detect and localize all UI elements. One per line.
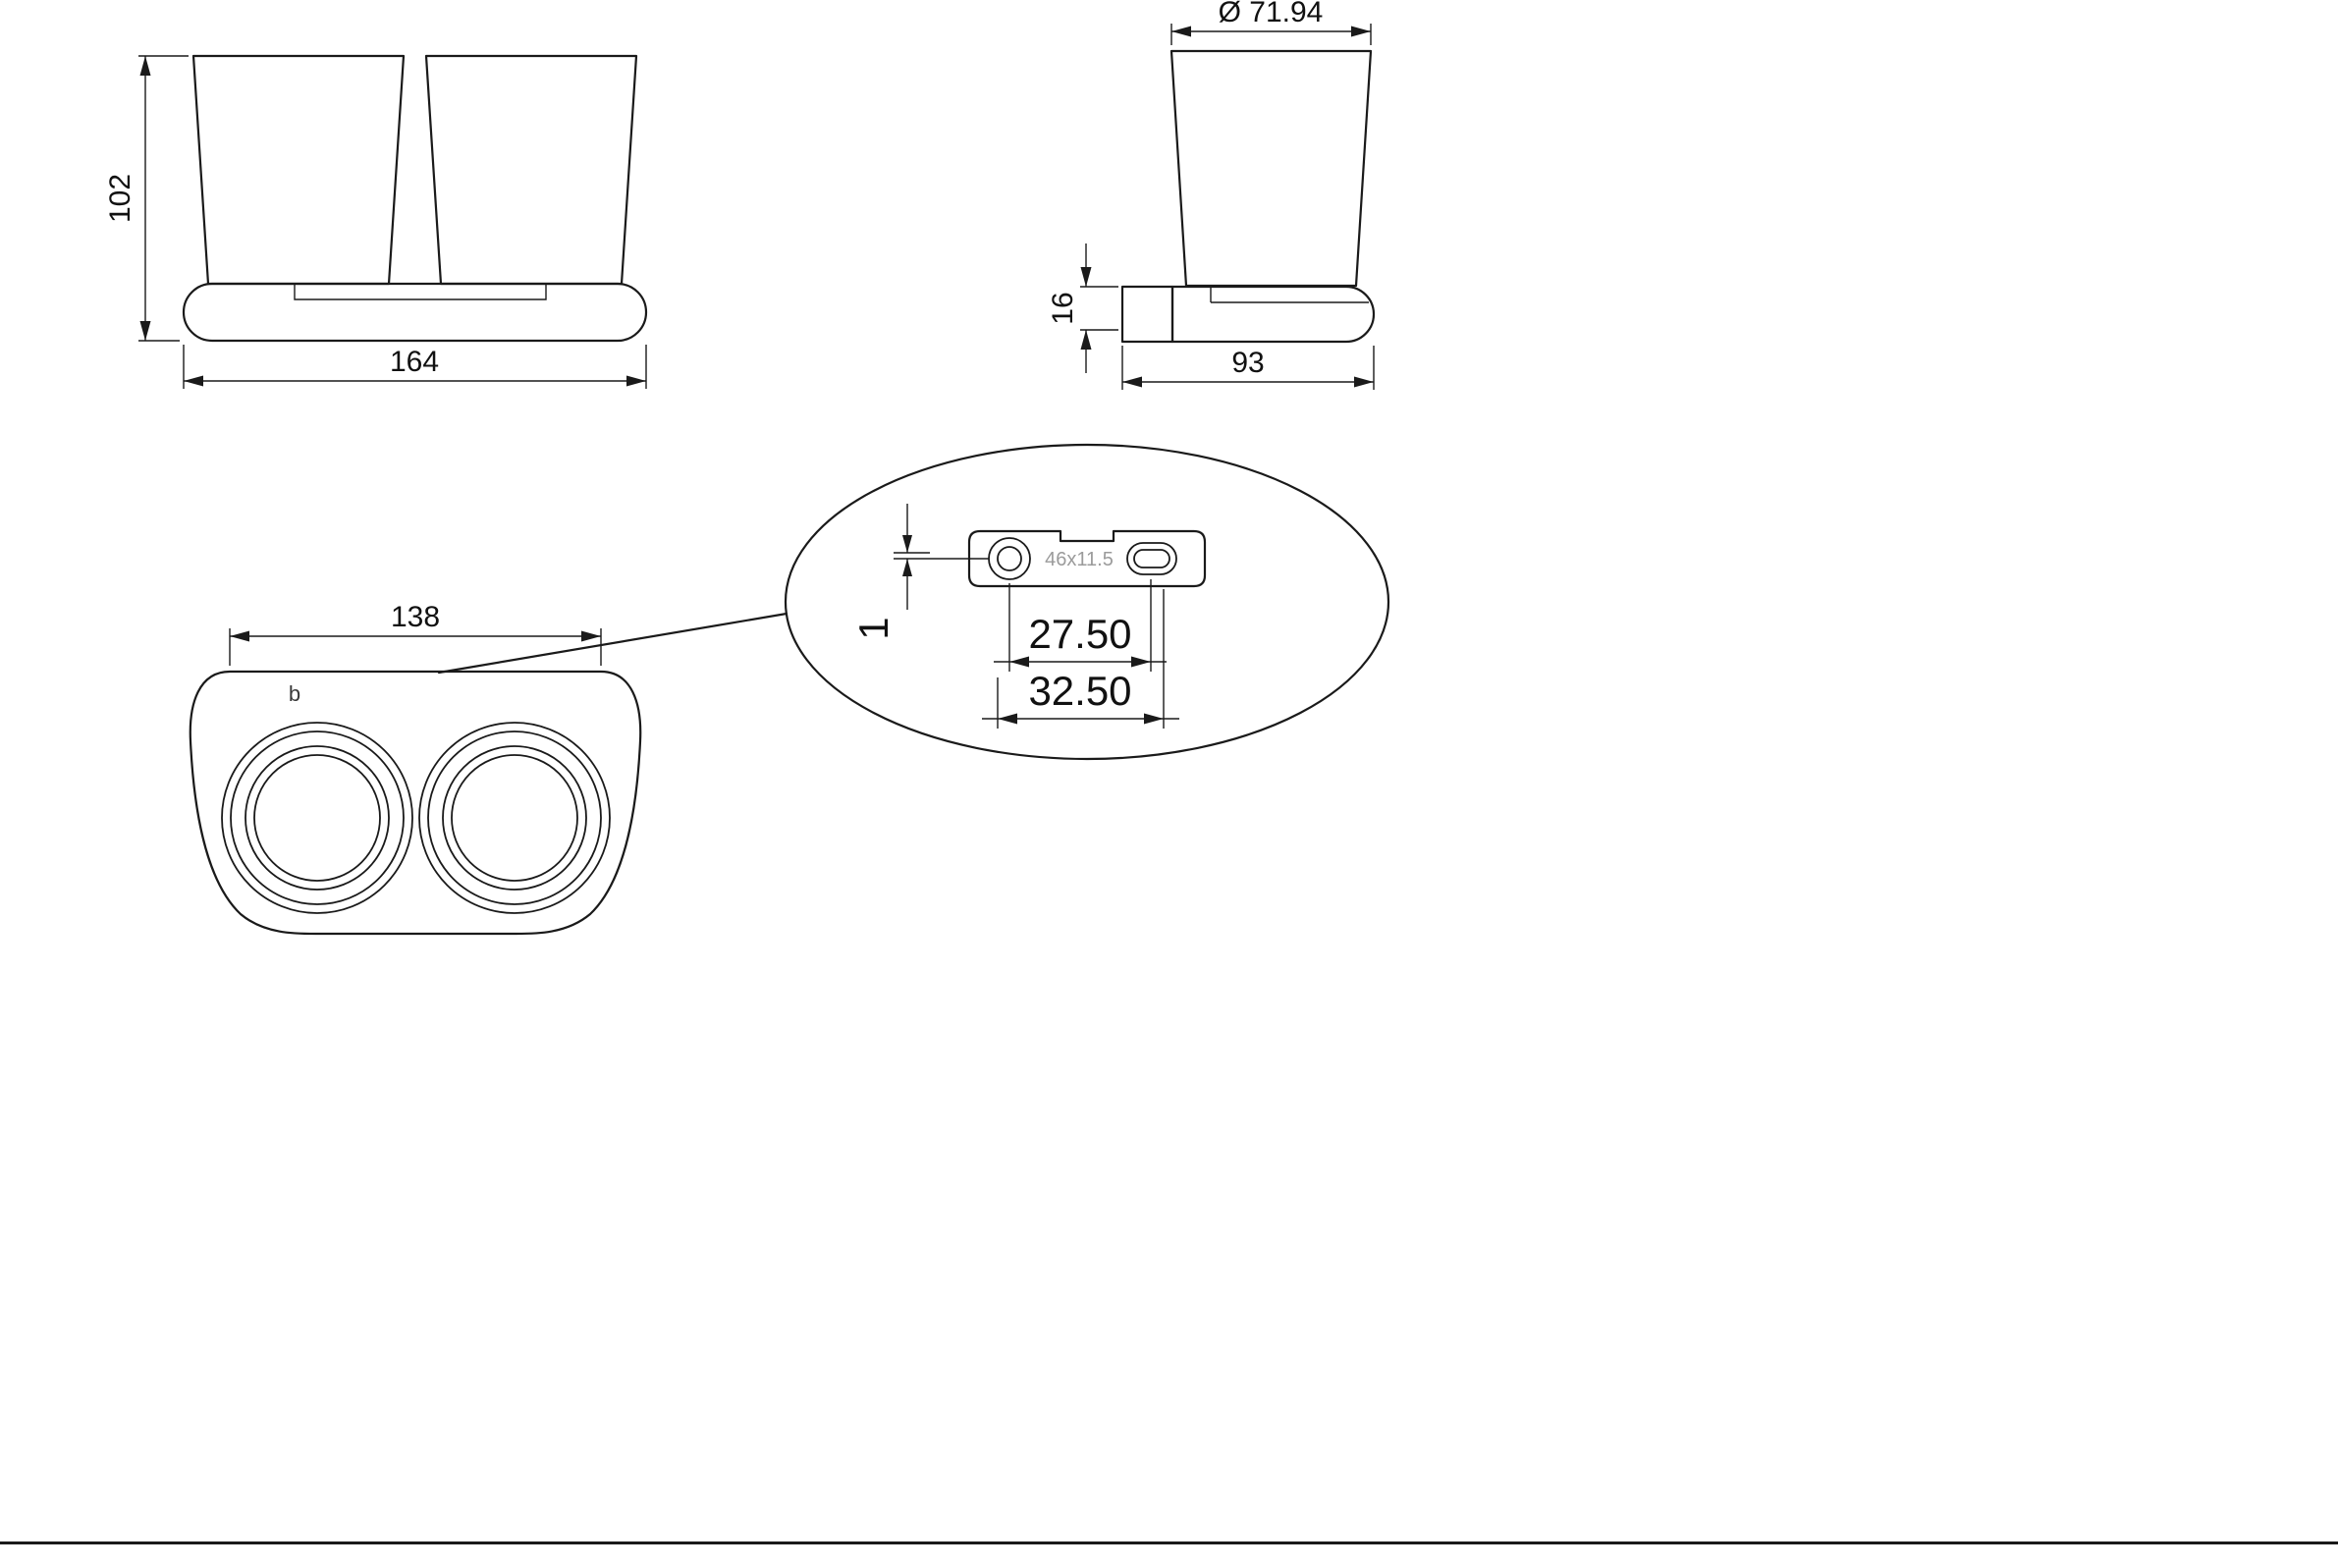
side-wall-plate xyxy=(1120,285,1174,344)
arrowhead-left xyxy=(1171,26,1191,37)
arrowhead-left xyxy=(1122,376,1142,388)
front-base-inner-detail xyxy=(294,284,547,300)
plate-hole-outer xyxy=(988,537,1031,580)
top-left-ring xyxy=(221,722,413,914)
arrowhead-left xyxy=(230,630,249,642)
detail-mount-spacing-dimension: 32.50 xyxy=(982,589,1179,729)
front-holder-base xyxy=(182,282,648,343)
front-left-cup xyxy=(191,54,406,286)
front-right-cup xyxy=(424,54,638,286)
sheet-bottom-rule xyxy=(0,1541,2338,1544)
plate-slot-outer xyxy=(1126,542,1177,575)
arrowhead-left xyxy=(184,375,203,387)
front-width-dimension: 164 xyxy=(183,345,647,389)
top-view-outline xyxy=(189,670,642,936)
mounting-plate-outline xyxy=(967,529,1207,588)
arrowhead-left xyxy=(998,713,1017,725)
side-holder-arm xyxy=(1170,285,1376,344)
ring-circle-outer xyxy=(221,722,413,914)
front-width-dim-label: 164 xyxy=(390,346,439,378)
side-depth-dimension: 93 xyxy=(1121,346,1375,390)
brand-mark: b xyxy=(289,681,300,706)
arrowhead-right xyxy=(1354,376,1374,388)
detail-balloon-ellipse xyxy=(784,443,1390,761)
top-width-dimension: 138 xyxy=(229,601,602,666)
detail-offset-dimension: 1 xyxy=(850,504,989,640)
arrowhead-up xyxy=(1080,330,1092,350)
detail-view: 46x11.5 1 27.50 32.50 xyxy=(437,443,1390,761)
detail-hole-spacing-label: 27.50 xyxy=(1028,611,1131,657)
arrowhead-left xyxy=(1009,656,1029,668)
ring-circle-inner xyxy=(253,754,381,882)
arrowhead-down xyxy=(1080,267,1092,287)
arrowhead-right xyxy=(1351,26,1371,37)
ring-circle xyxy=(245,745,390,891)
detail-hole-spacing-dimension: 27.50 xyxy=(994,579,1167,672)
plate-hole-inner xyxy=(997,546,1022,571)
side-view: Ø 71.94 16 93 xyxy=(1047,0,1376,390)
side-plate-height-dim-label: 16 xyxy=(1047,292,1079,324)
detail-mount-spacing-label: 32.50 xyxy=(1028,668,1131,714)
front-view: 102 164 xyxy=(104,54,648,389)
side-diameter-dimension: Ø 71.94 xyxy=(1170,0,1372,45)
ring-circle-outer xyxy=(418,722,611,914)
arrowhead-up xyxy=(139,56,151,76)
ring-circle-inner xyxy=(451,754,578,882)
plate-slot-inner xyxy=(1133,549,1170,568)
detail-leader-line xyxy=(437,612,788,675)
arrowhead-right xyxy=(581,630,601,642)
arrowhead-right xyxy=(1144,713,1164,725)
side-diameter-dim-label: Ø 71.94 xyxy=(1219,0,1324,28)
arrowhead-right xyxy=(626,375,646,387)
top-right-ring xyxy=(418,722,611,914)
front-height-dim-label: 102 xyxy=(104,174,136,223)
arrowhead-down xyxy=(902,535,912,553)
front-height-dimension: 102 xyxy=(104,55,189,342)
plate-size-label: 46x11.5 xyxy=(1045,549,1114,570)
detail-offset-dim-label: 1 xyxy=(850,617,897,639)
side-cup xyxy=(1169,49,1373,288)
side-plate-height-dimension: 16 xyxy=(1047,243,1118,373)
ring-circle xyxy=(427,730,602,905)
arrowhead-down xyxy=(139,321,151,341)
arrowhead-up xyxy=(902,559,912,576)
ring-circle xyxy=(230,730,405,905)
ring-circle xyxy=(442,745,587,891)
arrowhead-right xyxy=(1131,656,1151,668)
top-view: b 138 xyxy=(189,601,642,936)
side-depth-dim-label: 93 xyxy=(1231,347,1264,379)
top-width-dim-label: 138 xyxy=(391,601,440,633)
